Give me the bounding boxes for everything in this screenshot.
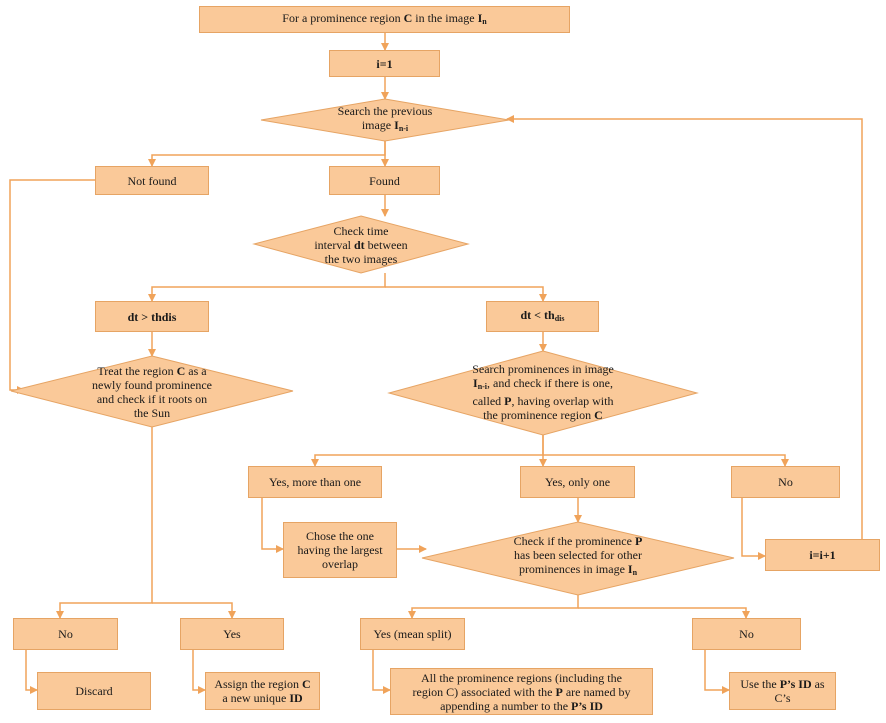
edge-notfound-treat bbox=[9, 179, 95, 394]
connectors bbox=[9, 33, 863, 694]
edge-yesmore-chose bbox=[261, 498, 284, 553]
edge-no-useid bbox=[704, 650, 730, 694]
yes-more-box: Yes, more than one bbox=[248, 466, 382, 498]
not-found-box: Not found bbox=[95, 166, 209, 195]
edge-no-incr bbox=[741, 498, 766, 560]
edge-search-notfound bbox=[148, 141, 386, 167]
no-mid-box: No bbox=[731, 466, 840, 498]
edge-check-dtgt bbox=[148, 273, 386, 302]
edge-search-no bbox=[543, 454, 789, 467]
dt-gt-box: dt > thdis bbox=[95, 301, 209, 332]
decision-shapes bbox=[10, 98, 735, 596]
search-prev-diamond bbox=[260, 98, 510, 142]
edge-check-dtlt bbox=[385, 286, 547, 302]
check-time-diamond bbox=[252, 215, 470, 274]
discard-box: Discard bbox=[37, 672, 151, 710]
incr-box: i=i+1 bbox=[765, 539, 880, 571]
no-right-box: No bbox=[692, 618, 801, 650]
start-box: For a prominence region C in the image I… bbox=[199, 6, 570, 33]
dt-lt-box: dt < thdis bbox=[486, 301, 599, 332]
edge-check-noright bbox=[578, 607, 750, 619]
init-box: i=1 bbox=[329, 50, 440, 77]
no-left-box: No bbox=[13, 618, 118, 650]
edge-treat-yes bbox=[152, 602, 236, 619]
yes-left-box: Yes bbox=[180, 618, 284, 650]
treat-new-diamond bbox=[10, 355, 294, 428]
edge-yessplit-all bbox=[372, 650, 391, 694]
edge-search-yesmore bbox=[311, 435, 544, 467]
edge-check-yessplit bbox=[408, 595, 579, 619]
check-selected-diamond bbox=[421, 521, 735, 596]
found-box: Found bbox=[329, 166, 440, 195]
edge-treat-no bbox=[56, 427, 153, 619]
yes-only-box: Yes, only one bbox=[520, 466, 635, 498]
edge-no-discard bbox=[25, 650, 38, 694]
edge-yes-assign bbox=[192, 650, 206, 694]
edge-incr-search bbox=[506, 115, 863, 539]
all-prom-box: All the prominence regions (including th… bbox=[390, 668, 653, 715]
yes-split-box: Yes (mean split) bbox=[360, 618, 465, 650]
search-prom-diamond bbox=[387, 350, 699, 436]
